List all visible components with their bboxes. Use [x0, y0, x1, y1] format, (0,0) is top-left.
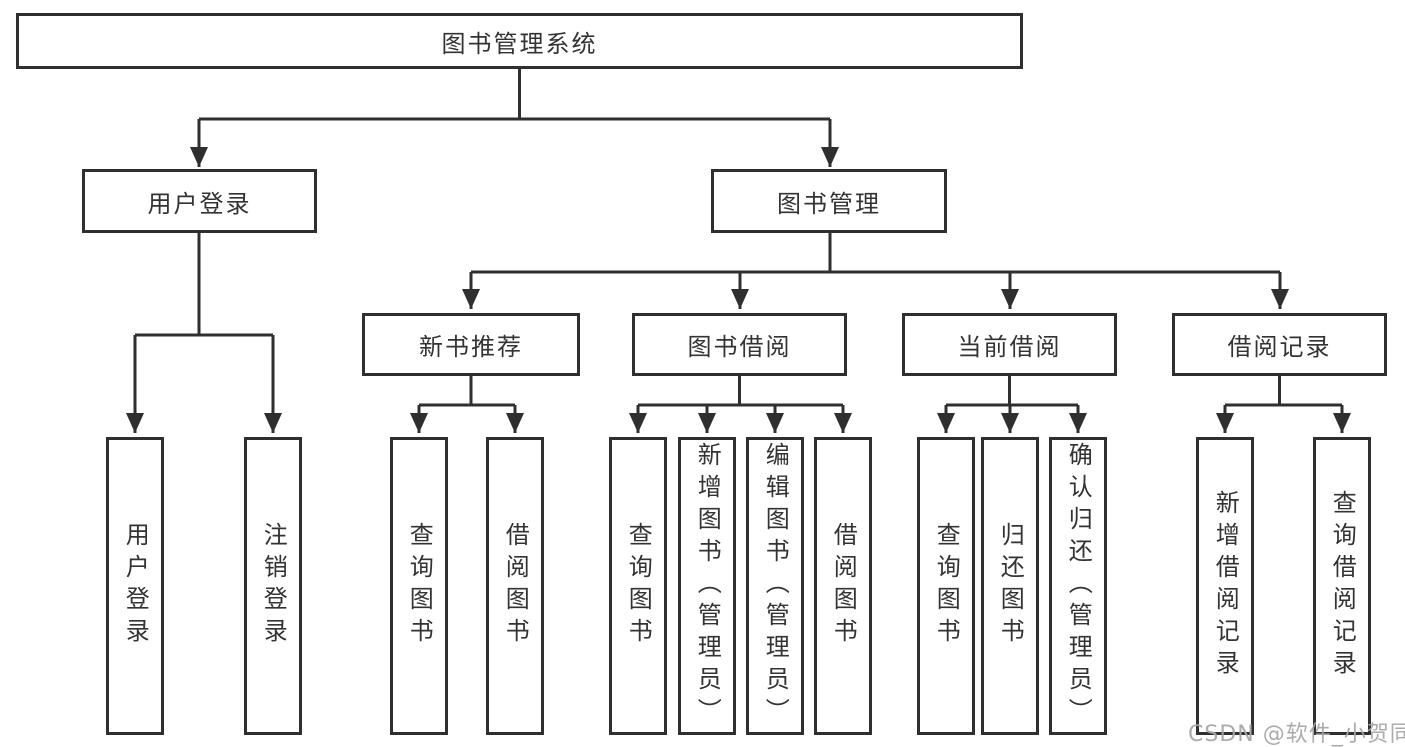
leaf-logout: 注销登录	[244, 437, 302, 735]
node-label: 编辑图书（管理员）	[761, 442, 790, 730]
node-current-borrow: 当前借阅	[902, 313, 1117, 376]
leaf-edit-book-admin: 编辑图书（管理员）	[746, 437, 804, 735]
node-label: 查询图书	[405, 522, 434, 650]
watermark: CSDN @软件_小贺同学	[1188, 722, 1405, 747]
node-label: 借阅图书	[501, 522, 530, 650]
node-label: 借阅记录	[1227, 333, 1332, 361]
node-label: 新增借阅记录	[1211, 490, 1240, 682]
leaf-query-book: 查询图书	[917, 437, 975, 735]
node-user-login: 用户登录	[82, 169, 317, 233]
leaf-query-book: 查询图书	[390, 437, 448, 735]
leaf-borrow-book: 借阅图书	[814, 437, 872, 735]
node-label: 新书推荐	[419, 333, 523, 361]
leaf-confirm-return-admin: 确认归还（管理员）	[1049, 437, 1107, 735]
node-label: 图书借阅	[687, 333, 792, 361]
leaf-add-book-admin: 新增图书（管理员）	[678, 437, 736, 735]
node-label: 注销登录	[259, 522, 288, 650]
node-new-book-recommend: 新书推荐	[362, 313, 580, 376]
leaf-user-login: 用户登录	[106, 437, 164, 735]
node-book-borrow: 图书借阅	[632, 313, 847, 376]
node-label: 查询图书	[932, 522, 961, 650]
node-label: 借阅图书	[829, 522, 858, 650]
node-label: 用户登录	[121, 522, 150, 650]
node-label: 确认归还（管理员）	[1064, 442, 1093, 730]
node-label: 当前借阅	[957, 333, 1062, 361]
leaf-query-book: 查询图书	[609, 437, 667, 735]
node-label: 查询图书	[624, 522, 653, 650]
edge-lines	[126, 69, 1351, 433]
leaf-add-borrow-record: 新增借阅记录	[1196, 437, 1254, 735]
node-label: 用户登录	[147, 189, 252, 218]
node-label: 新增图书（管理员）	[693, 442, 722, 730]
node-label: 图书管理	[777, 189, 881, 218]
node-label: 归还图书	[996, 522, 1025, 650]
node-book-management: 图书管理	[711, 169, 947, 233]
node-label: 图书管理系统	[441, 29, 598, 58]
leaf-borrow-book: 借阅图书	[486, 437, 544, 735]
node-borrow-records: 借阅记录	[1172, 313, 1387, 376]
node-library-management-system: 图书管理系统	[16, 13, 1023, 69]
leaf-return-book: 归还图书	[981, 437, 1039, 735]
leaf-query-borrow-record: 查询借阅记录	[1313, 437, 1371, 735]
node-label: 查询借阅记录	[1328, 490, 1357, 682]
